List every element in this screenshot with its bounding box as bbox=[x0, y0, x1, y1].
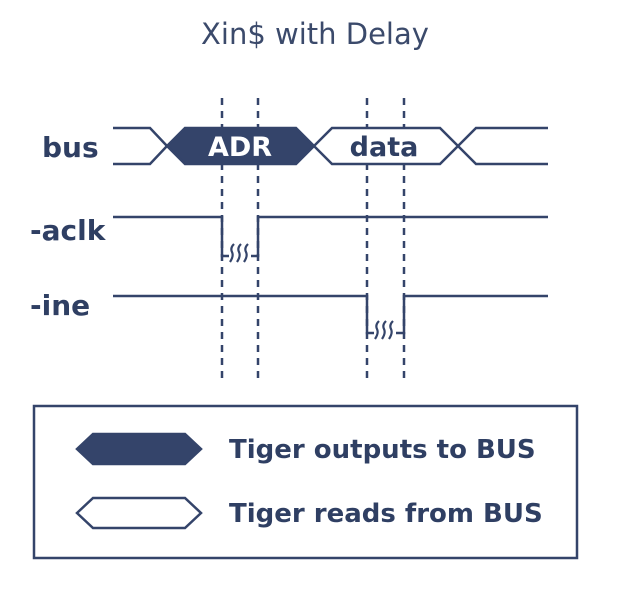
ine-waveform bbox=[113, 294, 548, 340]
legend-input-label: Tiger reads from BUS bbox=[229, 499, 543, 529]
bus-segment-adr-label: ADR bbox=[208, 132, 272, 163]
signal-label-ine: -ine bbox=[30, 289, 90, 322]
legend-output-label: Tiger outputs to BUS bbox=[229, 435, 536, 465]
legend-output-swatch bbox=[75, 432, 203, 466]
legend-box bbox=[32, 404, 579, 560]
legend-input-swatch bbox=[75, 496, 203, 530]
ine-line bbox=[113, 294, 374, 335]
signal-label-aclk: -aclk bbox=[30, 214, 107, 247]
aclk-line bbox=[113, 215, 229, 258]
ine-delay-squiggle bbox=[374, 320, 394, 340]
bus-idle-start-bottom bbox=[113, 145, 168, 166]
bus-idle-end-top bbox=[457, 126, 548, 147]
ine-line-rise bbox=[396, 294, 548, 335]
legend: Tiger outputs to BUS Tiger reads from BU… bbox=[32, 404, 579, 560]
aclk-delay-squiggle bbox=[229, 243, 249, 263]
aclk-line-rise bbox=[251, 215, 548, 258]
bus-idle-start-top bbox=[113, 126, 168, 147]
aclk-waveform bbox=[113, 215, 548, 263]
bus-segment-data-label: data bbox=[350, 132, 419, 163]
bus-waveform: ADR data bbox=[113, 126, 548, 166]
signal-label-bus: bus bbox=[42, 131, 99, 164]
bus-idle-end-bottom bbox=[457, 145, 548, 166]
diagram-title: Xin$ with Delay bbox=[201, 17, 429, 51]
